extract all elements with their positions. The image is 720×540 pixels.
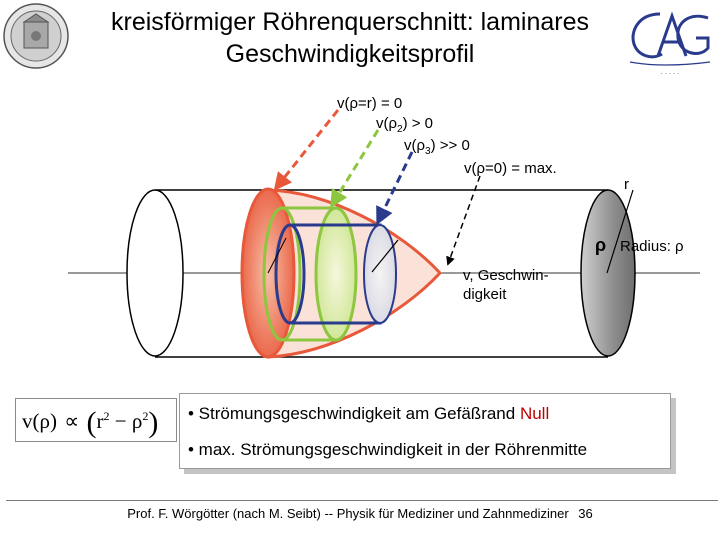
radius-rho-line	[606, 189, 634, 274]
label-velocity: v, Geschwin- digkeit	[463, 267, 549, 303]
bullet-1-highlight: Null	[519, 404, 550, 423]
inner-radius-line	[371, 239, 399, 273]
layer-rho2	[262, 206, 302, 342]
slide-title: kreisförmiger Röhrenquerschnitt: laminar…	[70, 6, 630, 70]
title-line-1: kreisförmiger Röhrenquerschnitt: laminar…	[111, 8, 589, 36]
title-line-2: Geschwindigkeitsprofil	[225, 40, 475, 68]
bullet-1: • Strömungsgeschwindigkeit am Gefäßrand …	[188, 404, 550, 423]
label-r: r	[624, 176, 629, 193]
formula-box: v(ρ) ∝ (r2 − ρ2)	[15, 398, 177, 442]
label-rho: ρ	[595, 235, 607, 255]
outer-radius-line	[267, 237, 287, 274]
pipe-left-end	[126, 189, 184, 357]
arrow-rho2	[330, 129, 380, 209]
institute-logo-icon: · · · · ·	[629, 11, 711, 78]
layer-rho2-end	[314, 206, 358, 342]
label-radius: Radius: ρ	[620, 238, 684, 255]
label-v-rho-r: v(ρ=r) = 0	[337, 95, 403, 112]
label-v-rho2: v(ρ2) > 0	[376, 115, 434, 135]
info-box: • Strömungsgeschwindigkeit am Gefäßrand …	[179, 393, 671, 469]
footer-text: Prof. F. Wörgötter (nach M. Seibt) -- Ph…	[127, 506, 569, 521]
arrow-rho-r	[273, 109, 340, 191]
university-seal-icon	[3, 3, 69, 69]
arrow-rho3	[376, 151, 414, 226]
layer-rho3-end	[363, 224, 397, 324]
layer-rho3	[274, 223, 306, 325]
formula: v(ρ) ∝ (r2 − ρ2)	[22, 406, 159, 439]
page-number: 36	[578, 506, 593, 521]
bullet-2: • max. Strömungsgeschwindigkeit in der R…	[188, 440, 588, 459]
arrow-rho0	[446, 175, 481, 266]
label-v-rho3: v(ρ3) >> 0	[404, 137, 470, 157]
label-v-rho0: v(ρ=0) = max.	[464, 160, 557, 177]
footer-divider	[6, 500, 718, 501]
footer: Prof. F. Wörgötter (nach M. Seibt) -- Ph…	[0, 506, 720, 521]
logo-caption: · · · · ·	[661, 70, 680, 78]
pipe-right-end	[580, 189, 636, 357]
